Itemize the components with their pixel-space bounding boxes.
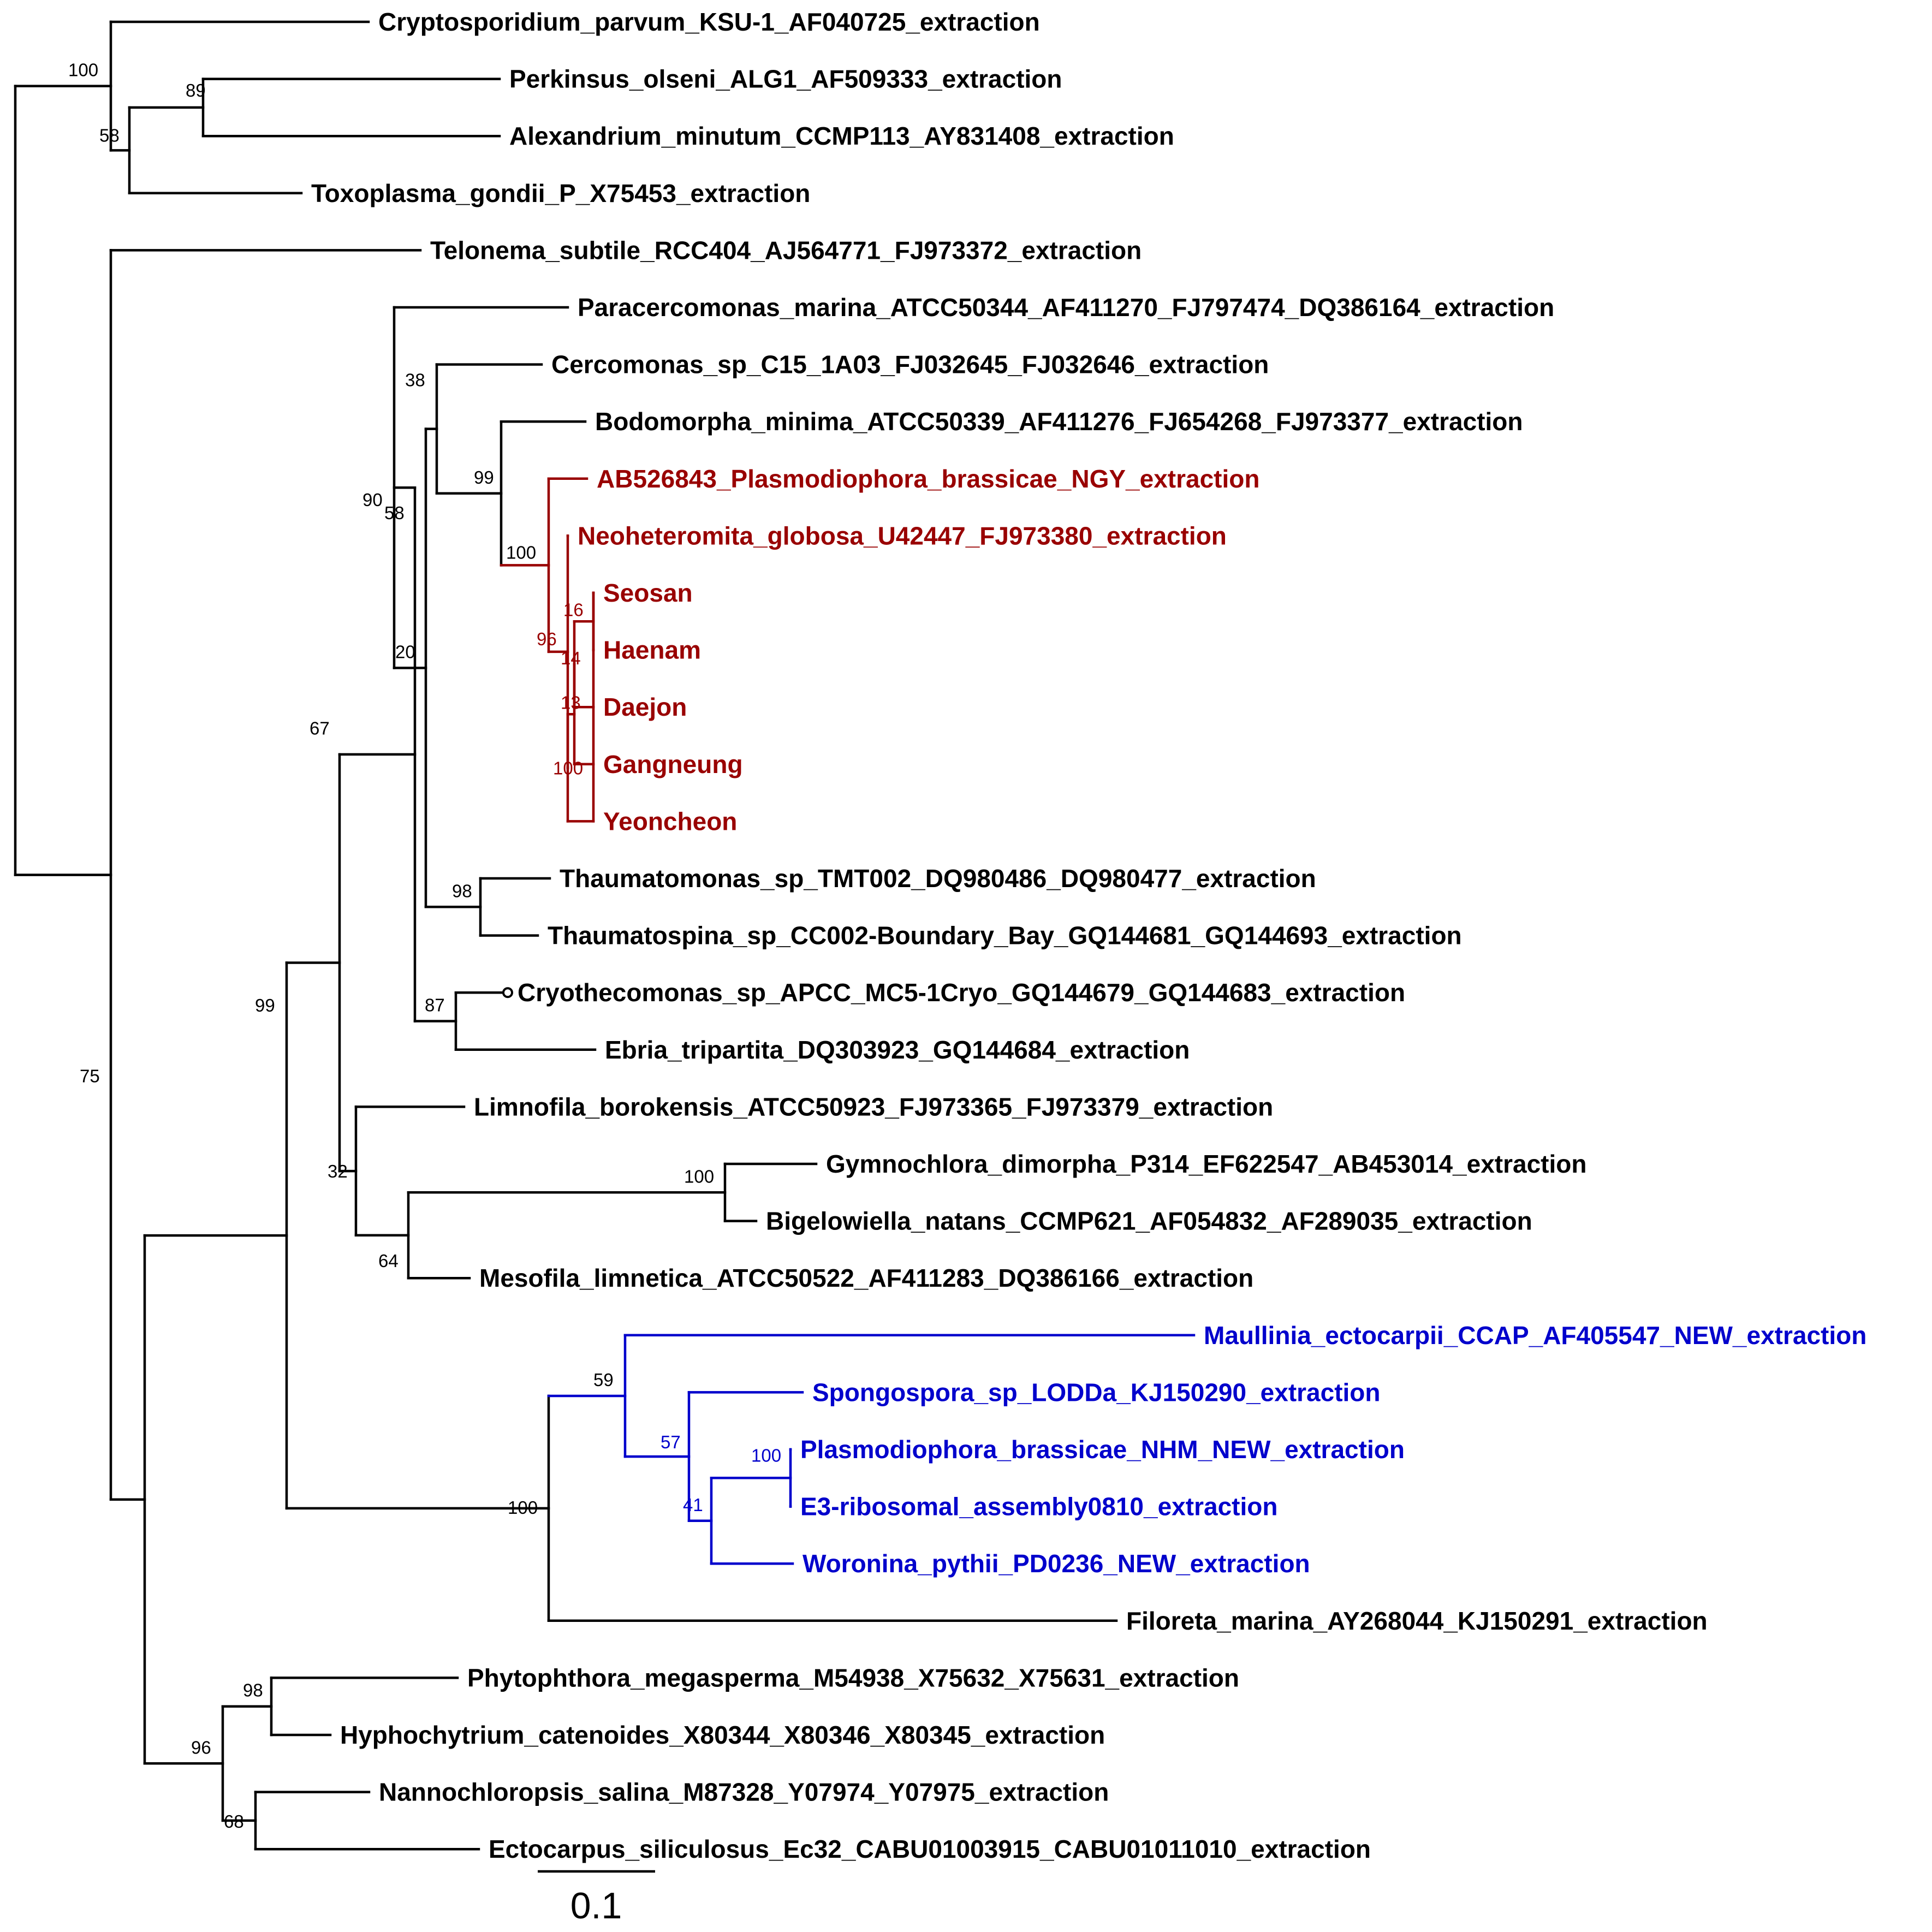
leaf-label: Paracercomonas_marina_ATCC50344_AF411270… [578, 293, 1554, 322]
scale-bar-label: 0.1 [570, 1885, 622, 1927]
support-values: 89 58 100 16 14 13 100 96 100 99 38 98 20 58 87 90 100 64… [68, 60, 781, 1832]
leaf-label: Daejon [603, 693, 687, 721]
support-value: 38 [405, 370, 425, 390]
support-value: 100 [506, 542, 536, 562]
leaf-label: Nannochloropsis_salina_M87328_Y07974_Y07… [379, 1778, 1109, 1806]
support-value: 96 [191, 1737, 211, 1757]
leaf-labels: Cryptosporidium_parvum_KSU-1_AF040725_ex… [311, 8, 1866, 1863]
support-value: 59 [593, 1370, 614, 1390]
leaf-label: Gymnochlora_dimorpha_P314_EF622547_AB453… [826, 1150, 1586, 1178]
leaf-label: Yeoncheon [603, 807, 737, 835]
leaf-label: Gangneung [603, 750, 743, 778]
leaf-label: E3-ribosomal_assembly0810_extraction [800, 1493, 1277, 1521]
support-value: 75 [80, 1066, 100, 1086]
support-value: 57 [661, 1432, 681, 1452]
leaf-label: Filoreta_marina_AY268044_KJ150291_extrac… [1126, 1607, 1708, 1635]
support-value: 16 [563, 599, 584, 620]
leaf-label: Cryothecomonas_sp_APCC_MC5-1Cryo_GQ14467… [518, 978, 1405, 1007]
support-value: 98 [452, 881, 472, 901]
support-value: 98 [243, 1680, 263, 1701]
support-value: 100 [751, 1445, 781, 1465]
support-value: 90 [362, 490, 383, 510]
leaf-label: Plasmodiophora_brassicae_NHM_NEW_extract… [800, 1435, 1405, 1464]
support-value: 96 [537, 629, 557, 649]
leaf-label: Haenam [603, 636, 701, 664]
leaf-label: Telonema_subtile_RCC404_AJ564771_FJ97337… [430, 236, 1142, 264]
support-value: 100 [684, 1166, 714, 1186]
leaf-label: Maullinia_ectocarpii_CCAP_AF405547_NEW_e… [1204, 1321, 1866, 1350]
leaf-label: Bodomorpha_minima_ATCC50339_AF411276_FJ6… [595, 407, 1523, 436]
leaf-label: Neoheteromita_globosa_U42447_FJ973380_ex… [578, 521, 1227, 550]
support-value: 41 [683, 1495, 703, 1515]
support-value: 100 [68, 60, 98, 80]
scale-bar: 0.1 [538, 1870, 655, 1927]
support-value: 58 [99, 125, 120, 145]
support-value: 100 [553, 758, 583, 778]
support-value: 68 [224, 1811, 244, 1832]
support-value: 58 [384, 503, 405, 523]
leaf-label: Limnofila_borokensis_ATCC50923_FJ973365_… [474, 1092, 1273, 1121]
leaf-label: Cercomonas_sp_C15_1A03_FJ032645_FJ032646… [551, 350, 1269, 379]
support-value: 32 [328, 1161, 348, 1181]
support-value: 14 [561, 648, 581, 668]
leaf-label: Toxoplasma_gondii_P_X75453_extraction [311, 179, 810, 207]
support-value: 67 [310, 718, 330, 738]
support-value: 100 [508, 1497, 538, 1518]
leaf-label: Phytophthora_megasperma_M54938_X75632_X7… [467, 1663, 1239, 1692]
leaf-label: AB526843_Plasmodiophora_brassicae_NGY_ex… [597, 465, 1259, 493]
support-value: 89 [186, 80, 206, 100]
leaf-label: Seosan [603, 579, 693, 607]
leaf-label: Cryptosporidium_parvum_KSU-1_AF040725_ex… [378, 8, 1040, 36]
support-value: 99 [255, 995, 275, 1015]
tip-marker-circle [502, 987, 513, 998]
leaf-label: Ectocarpus_siliculosus_Ec32_CABU01003915… [489, 1835, 1371, 1863]
tree-branches [14, 20, 1196, 1851]
leaf-label: Perkinsus_olseni_ALG1_AF509333_extractio… [509, 65, 1062, 93]
support-value: 64 [378, 1251, 399, 1271]
leaf-label: Hyphochytrium_catenoides_X80344_X80346_X… [340, 1721, 1105, 1749]
leaf-label: Alexandrium_minutum_CCMP113_AY831408_ext… [509, 122, 1174, 150]
leaf-label: Bigelowiella_natans_CCMP621_AF054832_AF2… [766, 1207, 1532, 1235]
leaf-label: Spongospora_sp_LODDa_KJ150290_extraction [812, 1378, 1381, 1406]
leaf-label: Ebria_tripartita_DQ303923_GQ144684_extra… [605, 1036, 1190, 1064]
leaf-label: Mesofila_limnetica_ATCC50522_AF411283_DQ… [479, 1264, 1253, 1292]
leaf-label: Thaumatospina_sp_CC002-Boundary_Bay_GQ14… [548, 922, 1462, 950]
leaf-label: Woronina_pythii_PD0236_NEW_extraction [802, 1549, 1310, 1578]
support-value: 87 [425, 995, 445, 1015]
support-value: 99 [474, 467, 494, 488]
support-value: 13 [561, 692, 581, 712]
support-value: 20 [395, 641, 415, 662]
leaf-label: Thaumatomonas_sp_TMT002_DQ980486_DQ98047… [560, 864, 1316, 893]
